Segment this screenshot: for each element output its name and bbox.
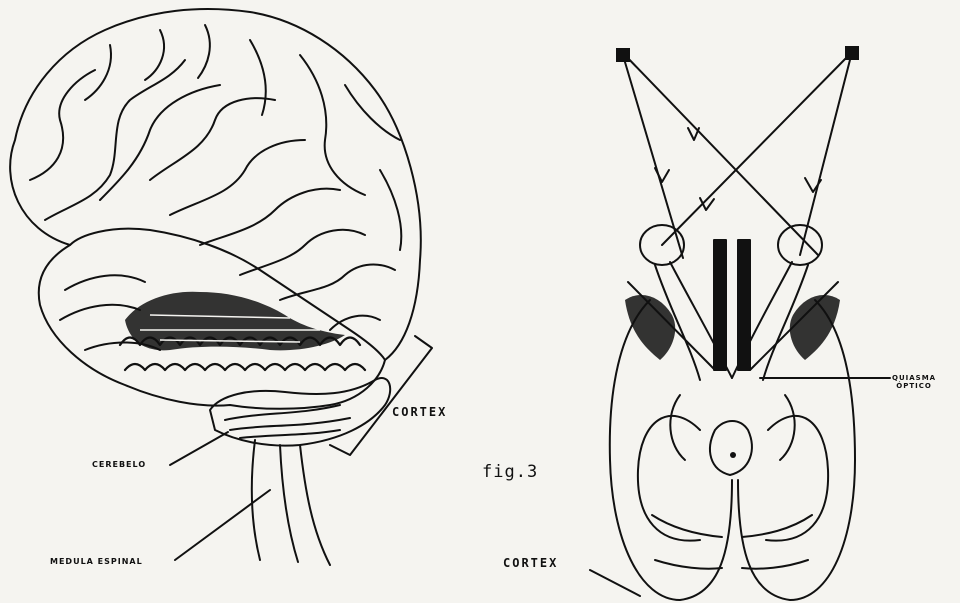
right-hemisphere xyxy=(738,300,855,600)
left-eye xyxy=(640,225,684,265)
brain-lateral-drawing xyxy=(0,0,480,603)
cerebelo-label: CEREBELO xyxy=(92,460,146,469)
quiasma-line-1: QUIASMA xyxy=(892,374,936,382)
medula-espinal-label: MEDULA ESPINAL xyxy=(50,557,143,566)
right-eye xyxy=(778,225,822,265)
left-hemisphere xyxy=(610,300,732,600)
figure-number: fig.3 xyxy=(482,462,538,482)
cerebrum-outline xyxy=(10,9,421,409)
quiasma-optico-label: QUIASMA ÓPTICO xyxy=(892,374,936,390)
cortex-label-right: CORTEX xyxy=(503,556,558,570)
cortex-label-left: CORTEX xyxy=(392,405,447,419)
quiasma-line-2: ÓPTICO xyxy=(892,382,936,390)
